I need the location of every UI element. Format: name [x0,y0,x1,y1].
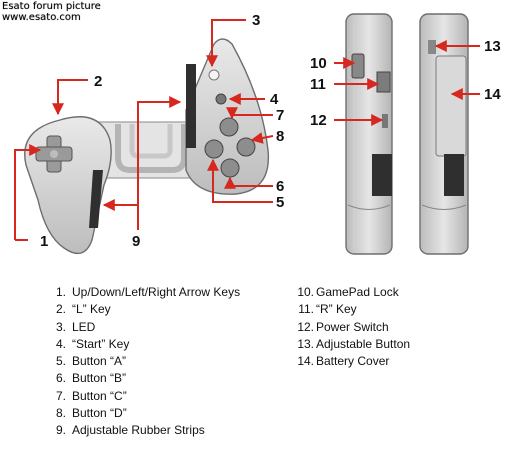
side-rubber-strip-2 [444,154,464,196]
power-switch [382,114,388,128]
gamepad-lock-switch [351,53,365,79]
button-c [219,117,239,137]
callout-11: 11 [310,76,326,93]
legend-item: 12.Power Switch [297,319,389,334]
watermark-line-1: Esato forum picture [2,1,101,12]
legend-item: 5.Button “A” [55,354,127,369]
callout-2: 2 [94,73,102,90]
battery-cover [435,55,467,157]
legend-item: 6.Button “B” [55,371,127,386]
rubber-strip-pattern [115,124,187,173]
right-rubber-strip [186,64,196,148]
legend-item: 14.Battery Cover [297,354,390,369]
callout-6: 6 [276,178,284,195]
callout-1: 1 [40,233,48,250]
gamepad-side-view-left [345,13,393,255]
adjustable-button [428,40,436,54]
callout-3: 3 [252,12,260,29]
callout-8: 8 [276,128,284,145]
legend-item: 1.Up/Down/Left/Right Arrow Keys [55,285,241,299]
legend-left: 1.Up/Down/Left/Right Arrow Keys 2.“L” Ke… [54,284,240,440]
callout-14: 14 [484,86,501,103]
left-rubber-strip [89,170,103,228]
legend-item: 4.“Start” Key [55,336,130,351]
legend-item: 13.Adjustable Button [297,336,411,351]
callout-4: 4 [270,91,279,108]
side-rubber-strip-1 [372,154,392,196]
watermark-line-2: www.esato.com [2,12,81,23]
button-b [220,158,240,178]
gamepad-front-view [24,38,270,255]
callout-10: 10 [310,55,327,72]
legend-right: 10.GamePad Lock 11.“R” Key 12.Power Swit… [296,284,410,370]
gamepad-side-view-right [419,13,469,255]
callout-arrows [14,19,480,241]
led-light [208,69,220,81]
callout-7: 7 [276,107,284,124]
legend-item: 3.LED [55,319,96,334]
callout-5: 5 [276,194,284,211]
start-key [215,93,227,105]
dpad [35,135,73,173]
callout-13: 13 [484,38,501,55]
legend-item: 8.Button “D” [55,406,127,421]
callout-9: 9 [132,233,140,250]
button-a [204,139,224,159]
r-key [376,71,391,93]
button-d [236,137,256,157]
legend-item: 9.Adjustable Rubber Strips [55,423,205,438]
callout-12: 12 [310,112,327,129]
legend-item: 7.Button “C” [55,388,127,403]
gamepad-diagram: 1 2 3 4 5 6 7 8 9 10 11 12 13 14 [14,12,501,255]
legend-item: 10.GamePad Lock [297,285,399,299]
legend-item: 2.“L” Key [55,302,111,317]
legend-item: 11.“R” Key [298,302,357,317]
